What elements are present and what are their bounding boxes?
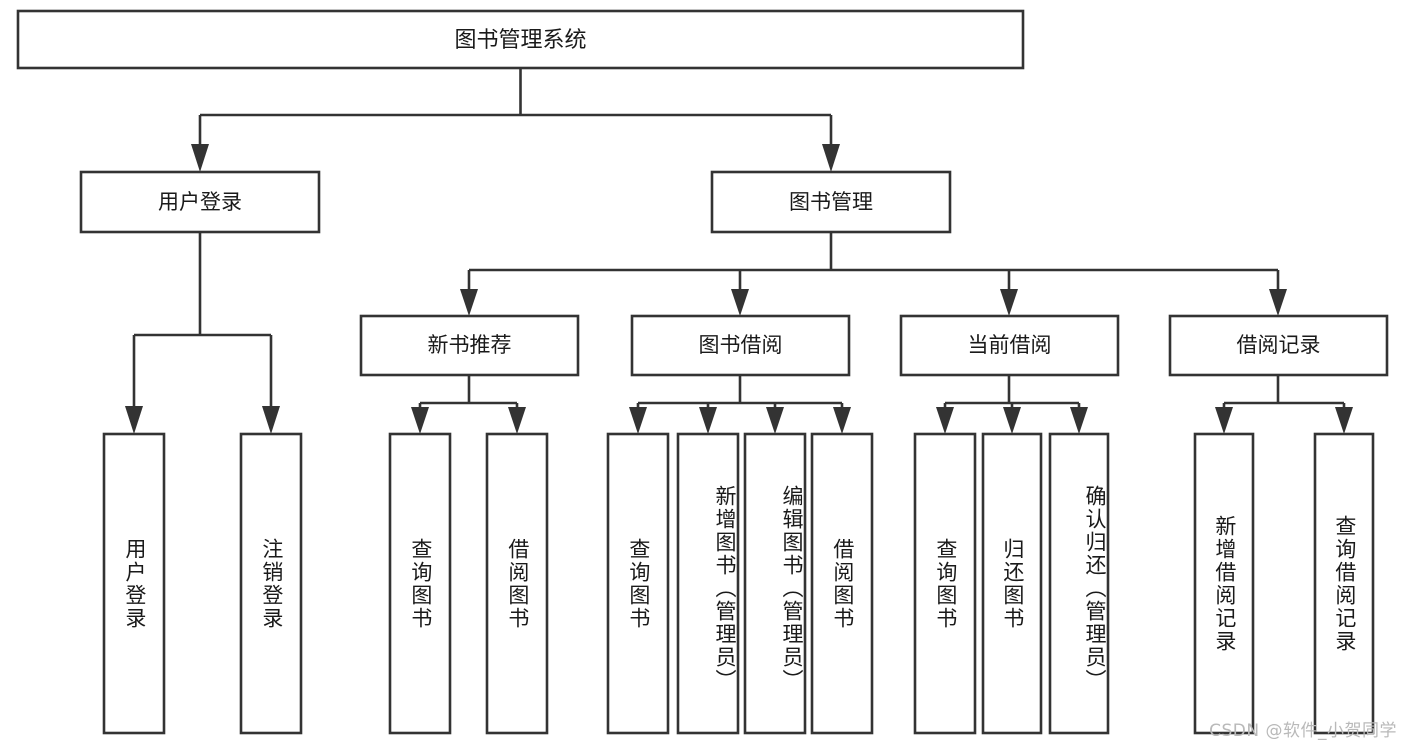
arrow-head-new-book-recommend [460, 289, 478, 316]
node-leaf-add-book-admin-box[interactable] [676, 432, 740, 735]
node-root-title[interactable]: 图书管理系统 [16, 9, 1025, 70]
node-leaf-add-borrow-record-box[interactable] [1193, 432, 1255, 735]
arrow-head-leaf-add-book-admin [699, 407, 717, 434]
connector-group-borrow-record [1215, 375, 1353, 434]
node-leaf-query-borrow-record-box[interactable] [1313, 432, 1375, 735]
leaf-boxes [102, 432, 1375, 735]
arrow-head-book-borrow [731, 289, 749, 316]
connector-group-book-borrow [629, 375, 851, 434]
node-book-manage-label: 图书管理 [789, 190, 873, 214]
arrow-head-leaf-return-book [1003, 407, 1021, 434]
node-leaf-query-book-1-box[interactable] [388, 432, 452, 735]
node-borrow-record-label: 借阅记录 [1237, 333, 1321, 357]
node-user-login-box[interactable] [79, 170, 321, 234]
node-book-manage[interactable]: 图书管理 [710, 170, 952, 234]
arrow-head-borrow-record [1269, 289, 1287, 316]
node-leaf-borrow-book-2-box[interactable] [810, 432, 874, 735]
arrow-head-current-borrow [1000, 289, 1018, 316]
arrow-head-leaf-query-book-2 [629, 407, 647, 434]
arrow-head-leaf-edit-book-admin [766, 407, 784, 434]
arrow-head-leaf-add-borrow-record [1215, 407, 1233, 434]
arrow-head-user-login [191, 144, 209, 172]
node-current-borrow-box[interactable] [899, 314, 1120, 377]
arrow-head-book-manage [822, 144, 840, 172]
node-leaf-query-book-2-box[interactable] [606, 432, 670, 735]
node-current-borrow[interactable]: 当前借阅 [899, 314, 1120, 377]
node-leaf-query-book-3-box[interactable] [913, 432, 977, 735]
node-leaf-logout-login-box[interactable] [239, 432, 303, 735]
connector-group-book-manage [460, 232, 1287, 316]
node-leaf-confirm-return-admin-box[interactable] [1048, 432, 1110, 735]
arrow-head-leaf-query-borrow-record [1335, 407, 1353, 434]
connector-group-user-login [125, 232, 280, 434]
node-new-book-recommend-box[interactable] [359, 314, 580, 377]
node-leaf-user-login-box[interactable] [102, 432, 166, 735]
node-book-borrow[interactable]: 图书借阅 [630, 314, 851, 377]
node-root-title-box[interactable] [16, 9, 1025, 70]
arrow-head-leaf-query-book-3 [936, 407, 954, 434]
arrow-head-leaf-user-login [125, 406, 143, 434]
connector-group-root [191, 68, 840, 172]
node-leaf-edit-book-admin-box[interactable] [743, 432, 807, 735]
csdn-watermark: CSDN @软件_小贺同学 [1209, 721, 1397, 741]
node-user-login[interactable]: 用户登录 [79, 170, 321, 234]
node-leaf-borrow-book-1-box[interactable] [485, 432, 549, 735]
connector-group-new-book-recommend [411, 375, 526, 434]
node-borrow-record-box[interactable] [1168, 314, 1389, 377]
arrow-head-leaf-confirm-return-admin [1070, 407, 1088, 434]
node-new-book-recommend-label: 新书推荐 [428, 333, 512, 357]
node-user-login-label: 用户登录 [158, 190, 242, 214]
node-root-title-label: 图书管理系统 [454, 28, 586, 53]
arrow-head-leaf-borrow-book-2 [833, 407, 851, 434]
node-book-borrow-box[interactable] [630, 314, 851, 377]
node-borrow-record[interactable]: 借阅记录 [1168, 314, 1389, 377]
node-current-borrow-label: 当前借阅 [968, 333, 1052, 357]
node-leaf-return-book-box[interactable] [981, 432, 1043, 735]
node-book-borrow-label: 图书借阅 [699, 333, 783, 357]
connector-group-current-borrow [936, 375, 1088, 434]
arrow-head-leaf-borrow-book-1 [508, 407, 526, 434]
arrow-head-leaf-logout-login [262, 406, 280, 434]
node-book-manage-box[interactable] [710, 170, 952, 234]
arrow-head-leaf-query-book-1 [411, 407, 429, 434]
node-new-book-recommend[interactable]: 新书推荐 [359, 314, 580, 377]
